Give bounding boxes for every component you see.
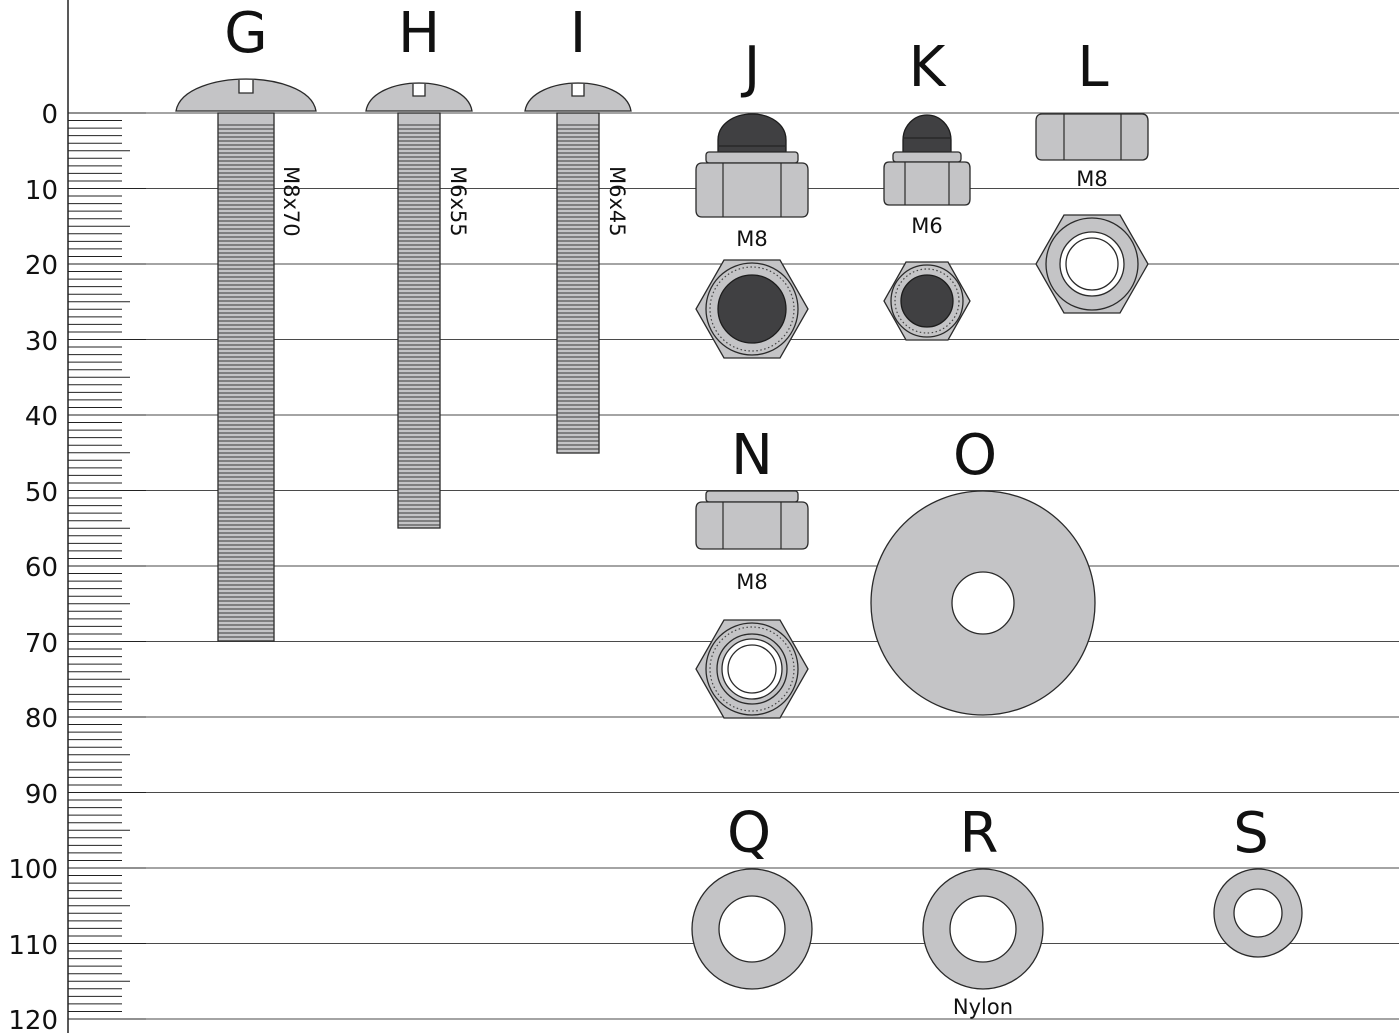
part-k-dome [902, 114, 952, 153]
part-j-dotted-ring [709, 266, 795, 352]
ruler-labels: 0 10 20 30 40 50 60 70 80 90 100 110 120 [8, 100, 58, 1033]
part-r-hole [949, 895, 1017, 963]
part-i-threads [557, 124, 599, 450]
part-j-cap-top [717, 274, 787, 344]
part-r-letter: R [960, 801, 999, 866]
part-g-threads [218, 124, 274, 638]
part-n-bore [727, 644, 777, 694]
part-n-dotted-ring [709, 626, 795, 712]
ruler-label-30: 30 [25, 327, 58, 357]
ruler-label-10: 10 [25, 176, 58, 206]
part-i-head [524, 82, 632, 112]
part-r-material-label: Nylon [953, 995, 1013, 1019]
part-l-size-label: M8 [1076, 167, 1107, 191]
ruler-label-70: 70 [25, 629, 58, 659]
part-k-collar [892, 151, 962, 163]
part-j-dome [717, 113, 787, 153]
part-j-size-label: M8 [736, 227, 767, 251]
ruler-label-40: 40 [25, 402, 58, 432]
ruler-label-90: 90 [25, 780, 58, 810]
part-q-letter: Q [727, 801, 771, 866]
ruler-label-110: 110 [8, 931, 58, 961]
part-k-cap-nut: K M6 [883, 35, 971, 341]
ruler-label-100: 100 [8, 855, 58, 885]
ruler-label-120: 120 [8, 1006, 58, 1033]
part-i-shank [556, 112, 600, 454]
part-j-collar [705, 151, 799, 164]
part-i-size-label: M6x45 [605, 166, 629, 237]
part-i-slot [571, 84, 585, 97]
part-h-bolt: H M6x55 [365, 1, 473, 529]
part-h-shank [397, 112, 441, 529]
part-h-letter: H [398, 1, 440, 66]
part-g-slot [238, 80, 254, 94]
part-s-letter: S [1233, 801, 1269, 866]
part-j-cap-nut: J M8 [695, 35, 809, 359]
part-s-small-washer: S [1213, 801, 1303, 958]
ruler-label-20: 20 [25, 251, 58, 281]
part-j-hex-side [695, 162, 809, 218]
ruler-label-60: 60 [25, 553, 58, 583]
part-g-letter: G [224, 1, 267, 66]
part-r-nylon-washer: R Nylon [922, 801, 1044, 1019]
part-h-threads [398, 124, 440, 526]
part-l-hex-side [1035, 113, 1149, 161]
part-l-bore [1065, 237, 1119, 291]
part-n-letter: N [731, 423, 773, 488]
part-h-slot [412, 84, 426, 97]
part-n-hex-side [695, 501, 809, 550]
part-l-letter: L [1077, 35, 1108, 100]
part-q-hole [718, 895, 786, 963]
part-k-size-label: M6 [911, 214, 942, 238]
part-j-letter: J [741, 35, 761, 100]
part-k-letter: K [909, 35, 947, 100]
part-s-hole [1233, 888, 1283, 938]
part-h-head [365, 82, 473, 112]
part-h-size-label: M6x55 [446, 166, 470, 237]
part-k-hex-side [883, 161, 971, 206]
part-i-bolt: I M6x45 [524, 1, 632, 454]
part-n-size-label: M8 [736, 570, 767, 594]
part-g-head [175, 78, 317, 112]
part-l-hex-nut: L M8 [1035, 35, 1149, 314]
part-n-nyloc-nut: N M8 [695, 423, 809, 719]
part-g-bolt: G M8x70 [175, 1, 317, 642]
ruler-label-80: 80 [25, 704, 58, 734]
part-i-letter: I [570, 1, 587, 66]
part-k-dotted-ring [894, 268, 960, 334]
part-k-cap-top [900, 274, 954, 328]
ruler-label-0: 0 [41, 100, 58, 130]
part-q-washer: Q [691, 801, 813, 990]
part-o-large-washer: O [870, 423, 1096, 716]
part-o-hole [951, 571, 1015, 635]
ruler-label-50: 50 [25, 478, 58, 508]
ruler-ticks [68, 112, 146, 1020]
part-o-letter: O [953, 423, 997, 488]
part-g-size-label: M8x70 [279, 166, 303, 237]
part-n-collar [705, 490, 799, 503]
